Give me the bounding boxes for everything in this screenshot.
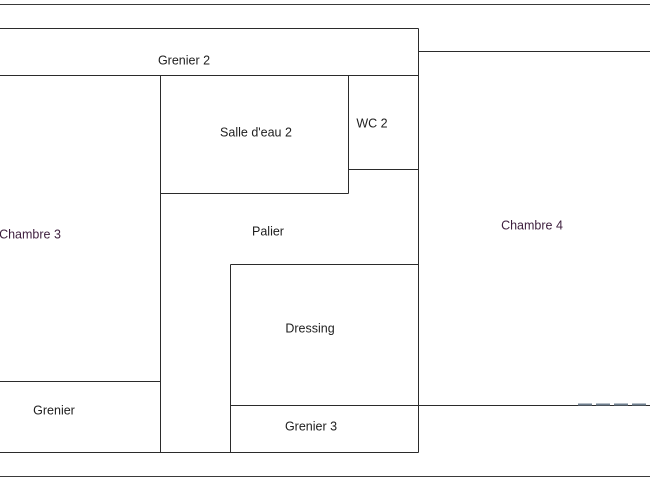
room-labels: Grenier 2 Salle d'eau 2 WC 2 Chambre 3 P… (0, 53, 563, 433)
label-dressing: Dressing (285, 321, 334, 335)
label-grenier: Grenier (33, 403, 75, 417)
label-grenier-3: Grenier 3 (285, 419, 337, 433)
label-salle-deau-2: Salle d'eau 2 (220, 125, 292, 139)
label-palier: Palier (252, 224, 284, 238)
label-grenier-2: Grenier 2 (158, 53, 210, 67)
label-wc-2: WC 2 (356, 116, 387, 130)
walls (0, 27, 650, 454)
label-chambre-4: Chambre 4 (501, 218, 563, 232)
label-chambre-3: Chambre 3 (0, 227, 61, 241)
page-frame (0, 4, 650, 477)
